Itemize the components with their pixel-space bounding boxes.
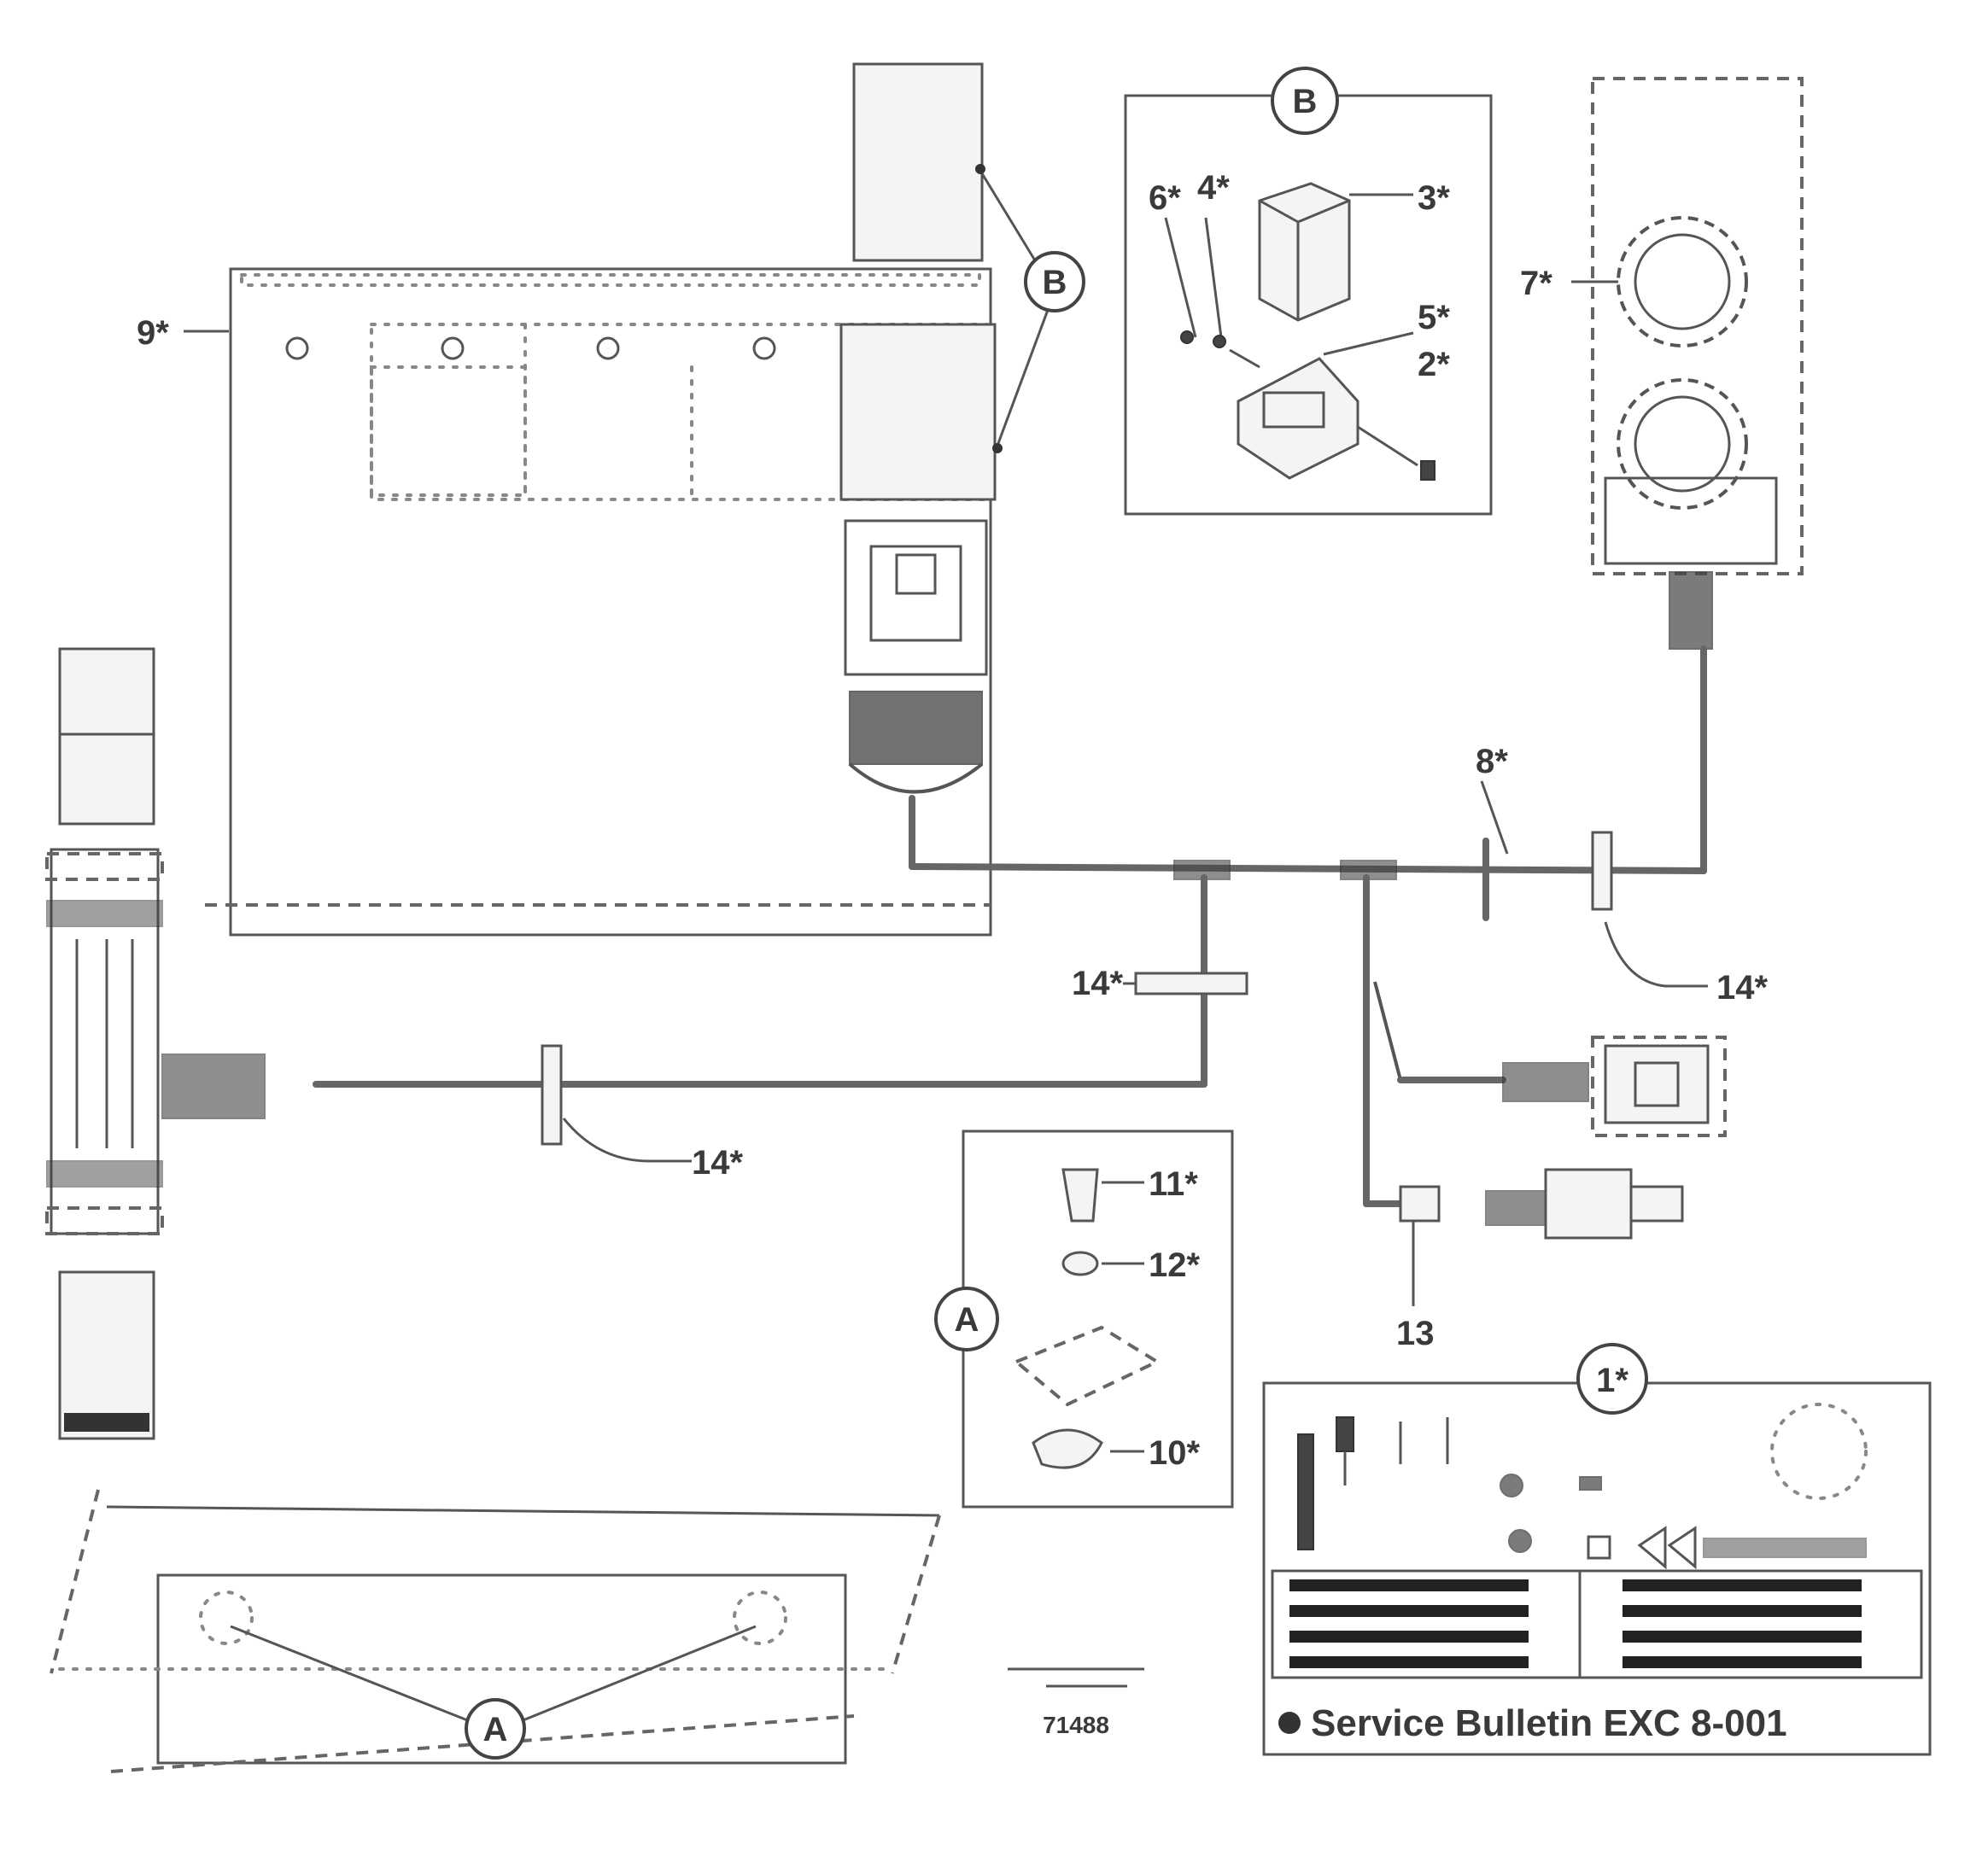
service-bulletin-text: Service Bulletin EXC 8-001 xyxy=(1311,1702,1787,1744)
label-10: 10* xyxy=(1149,1434,1200,1472)
gauge-assembly xyxy=(1571,77,1804,874)
label-14-right: 14* xyxy=(1716,969,1768,1007)
label-12: 12* xyxy=(1149,1246,1200,1284)
label-4: 4* xyxy=(1197,169,1230,207)
detail-box-b xyxy=(1124,67,1493,516)
label-5: 5* xyxy=(1418,299,1450,336)
callout-b-leaders xyxy=(975,164,1052,453)
callout-a-label-plate: A xyxy=(483,1711,508,1748)
detail-box-a xyxy=(934,1129,1234,1509)
left-assembly xyxy=(45,647,266,1440)
bottom-plate xyxy=(50,1489,941,1773)
callout-b-circle xyxy=(1024,251,1085,312)
label-14-left: 14* xyxy=(692,1144,743,1182)
label-14-center: 14* xyxy=(1072,965,1123,1002)
clamps xyxy=(541,831,1708,1163)
service-bulletin-box xyxy=(1262,1343,1932,1756)
module-box xyxy=(839,62,997,870)
callout-a-label-detail: A xyxy=(955,1301,979,1339)
label-7: 7* xyxy=(1520,265,1552,302)
label-13: 13 xyxy=(1396,1315,1435,1352)
callout-b-label: B xyxy=(1043,264,1067,301)
label-6-left: 6* xyxy=(1149,179,1181,217)
figure-code: 71488 xyxy=(1043,1712,1109,1738)
switch-connector xyxy=(1502,1036,1727,1137)
harness xyxy=(313,780,1707,1207)
label-1: 1* xyxy=(1596,1362,1628,1399)
callout-b-label-detail: B xyxy=(1293,83,1318,120)
label-2: 2* xyxy=(1418,346,1450,383)
label-11: 11* xyxy=(1149,1165,1198,1203)
pressure-sensor xyxy=(1399,1168,1684,1240)
label-8: 8* xyxy=(1476,743,1508,780)
label-9: 9* xyxy=(137,314,169,352)
label-3: 3* xyxy=(1418,179,1450,217)
